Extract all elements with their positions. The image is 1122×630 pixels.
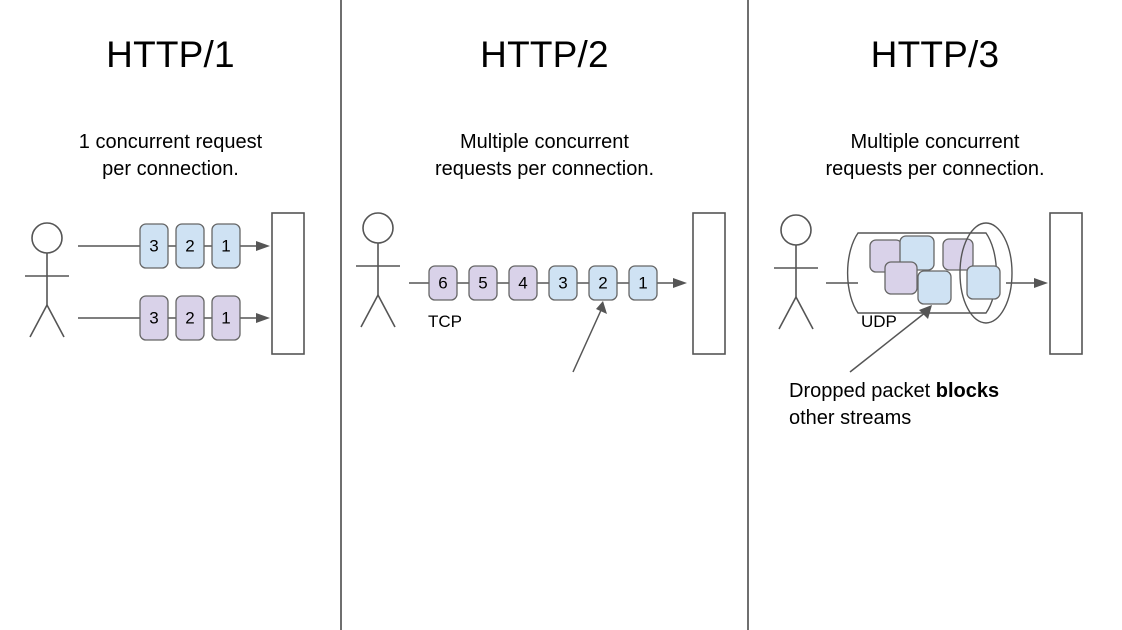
caption-http2-line2: other streams xyxy=(789,405,999,432)
panel-http1: HTTP/1 1 concurrent request per connecti… xyxy=(0,0,341,630)
packet-label: 3 xyxy=(558,273,567,292)
packet-label: 1 xyxy=(221,236,230,255)
panel-http3-title: HTTP/3 xyxy=(870,34,1000,75)
packet-label: 2 xyxy=(185,308,194,327)
panel-divider-1 xyxy=(340,0,342,630)
packet-box: 2 xyxy=(175,295,205,341)
panel-http3-subtitle: Multiple concurrent requests per connect… xyxy=(748,129,1122,183)
packet-label: 2 xyxy=(598,273,607,292)
arrowhead-icon xyxy=(596,301,607,314)
udp-cylinder xyxy=(846,232,998,314)
packet-label: 4 xyxy=(518,273,527,292)
udp-packets xyxy=(869,235,1001,305)
panel-http2: HTTP/2 Multiple concurrent requests per … xyxy=(341,0,999,630)
packet-box: 1 xyxy=(211,295,241,341)
caption-http2-line1-bold: blocks xyxy=(935,380,1000,402)
panel-http1-stage: 3 2 1 xyxy=(0,0,341,630)
arrowhead-icon xyxy=(1034,278,1048,288)
panel-http2-subtitle-line2: requests per connection. xyxy=(434,158,655,180)
panel-divider-2 xyxy=(747,0,749,630)
arrowhead-icon xyxy=(919,305,932,319)
caption-http2: Dropped packet blocks other streams xyxy=(789,378,999,432)
packet-box: 2 xyxy=(175,223,205,269)
packet-label: 2 xyxy=(185,236,194,255)
packet-label: 6 xyxy=(438,273,447,292)
panel-http3: HTTP/3 Multiple concurrent requests per … xyxy=(748,0,1122,630)
arrowhead-icon xyxy=(256,241,270,251)
http2-connection-tcp: 6 5 4 3 2 xyxy=(409,265,687,301)
callout-arrow xyxy=(849,305,932,373)
client-stick-figure xyxy=(774,214,818,330)
panel-http3-stage: UDP xyxy=(748,0,1122,630)
packet-label: 3 xyxy=(149,236,158,255)
packet-box: 4 xyxy=(508,265,538,301)
panel-http3-subtitle-line1: Multiple concurrent xyxy=(850,131,1020,153)
panel-http2-title: HTTP/2 xyxy=(480,34,609,75)
packet-label: 1 xyxy=(638,273,647,292)
panel-http2-subtitle: Multiple concurrent requests per connect… xyxy=(341,129,748,183)
packet-box xyxy=(942,238,974,271)
protocol-label-udp: UDP xyxy=(861,312,897,331)
caption-http2-line1-plain: Dropped packet xyxy=(789,380,936,402)
packet-box: 1 xyxy=(628,265,658,301)
server-box xyxy=(271,212,305,355)
packet-box-dropped xyxy=(917,270,952,305)
server-box xyxy=(1049,212,1083,355)
caption-http2-line1: Dropped packet blocks xyxy=(789,378,999,405)
http1-connection-purple: 3 2 1 xyxy=(78,295,270,341)
panel-http2-subtitle-line1: Multiple concurrent xyxy=(460,131,629,153)
http1-connection-blue: 3 2 1 xyxy=(78,223,270,269)
arrowhead-icon xyxy=(673,278,687,288)
packet-box: 3 xyxy=(548,265,578,301)
panel-http1-subtitle-line2: per connection. xyxy=(102,158,239,180)
cylinder-front-face xyxy=(959,222,1013,324)
packet-label: 5 xyxy=(478,273,487,292)
client-stick-figure xyxy=(25,222,69,338)
panel-http1-title: HTTP/1 xyxy=(106,34,235,75)
panel-http1-subtitle-line1: 1 concurrent request xyxy=(78,131,263,153)
packet-box xyxy=(884,261,918,295)
packet-label: 1 xyxy=(221,308,230,327)
packet-box xyxy=(966,265,1001,300)
callout-arrow xyxy=(572,301,607,373)
packet-box: 5 xyxy=(468,265,498,301)
packet-box: 6 xyxy=(428,265,458,301)
panel-http1-subtitle: 1 concurrent request per connection. xyxy=(0,129,341,183)
panel-http3-subtitle-line2: requests per connection. xyxy=(825,158,1045,180)
packet-box: 1 xyxy=(211,223,241,269)
panel-http2-stage: 6 5 4 3 2 xyxy=(341,0,748,630)
packet-box-dropped: 2 xyxy=(588,265,618,301)
caption-http2-line2-plain: other streams xyxy=(789,407,912,429)
arrowhead-icon xyxy=(256,313,270,323)
packet-label: 3 xyxy=(149,308,158,327)
protocol-label-tcp: TCP xyxy=(428,312,462,331)
client-stick-figure xyxy=(356,212,400,328)
server-box xyxy=(692,212,726,355)
packet-box: 3 xyxy=(139,295,169,341)
packet-box: 3 xyxy=(139,223,169,269)
